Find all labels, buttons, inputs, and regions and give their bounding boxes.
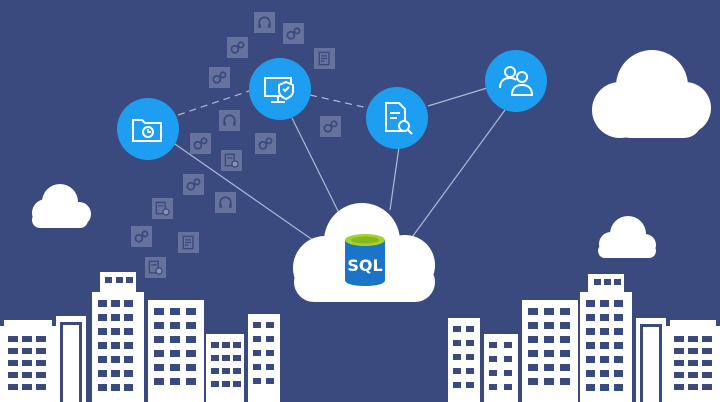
building (56, 316, 86, 402)
gears-icon (131, 226, 152, 247)
document-search-icon (385, 102, 413, 135)
building (484, 334, 518, 402)
sql-database-icon: SQL (345, 234, 385, 286)
connector-document-sql (389, 139, 401, 211)
building (248, 314, 280, 402)
building (666, 320, 720, 402)
node-document (366, 87, 428, 149)
sql-label: SQL (347, 256, 382, 275)
building (148, 300, 204, 402)
document-clock-icon (221, 150, 242, 171)
gears-icon (183, 174, 204, 195)
node-users (485, 50, 547, 112)
connector-document-users (427, 87, 488, 107)
monitor-shield-icon (264, 77, 294, 103)
gears-icon (320, 116, 341, 137)
building (448, 318, 480, 402)
building (0, 320, 56, 402)
city-right (448, 274, 720, 402)
building (580, 274, 632, 402)
headset-icon (219, 110, 240, 131)
cloud-left-small (32, 184, 91, 228)
connector-folder-sql (171, 141, 321, 246)
gears-icon (283, 23, 304, 44)
document-clock-icon (145, 257, 166, 278)
building (206, 334, 244, 402)
gears-icon (255, 133, 276, 154)
connection-lines (171, 87, 506, 246)
headset-icon (215, 192, 236, 213)
building (636, 318, 666, 402)
connector-folder-monitor (177, 89, 253, 116)
gears-icon (209, 67, 230, 88)
checklist-icon (178, 232, 199, 253)
building (522, 300, 578, 402)
cloud-right-small (598, 216, 656, 258)
checklist-icon (314, 48, 335, 69)
gears-icon (190, 133, 211, 154)
node-folder (117, 98, 179, 160)
document-clock-icon (152, 198, 173, 219)
cloud-right-large (592, 50, 711, 138)
headset-icon (254, 12, 275, 33)
connector-monitor-document (309, 94, 369, 109)
node-monitor (249, 58, 311, 120)
folder-clock-icon (132, 119, 162, 142)
connector-monitor-sql (291, 117, 341, 216)
gears-icon (227, 37, 248, 58)
building (92, 272, 144, 402)
city-left (0, 272, 280, 402)
users-icon (499, 66, 534, 96)
connector-users-sql (409, 109, 506, 241)
